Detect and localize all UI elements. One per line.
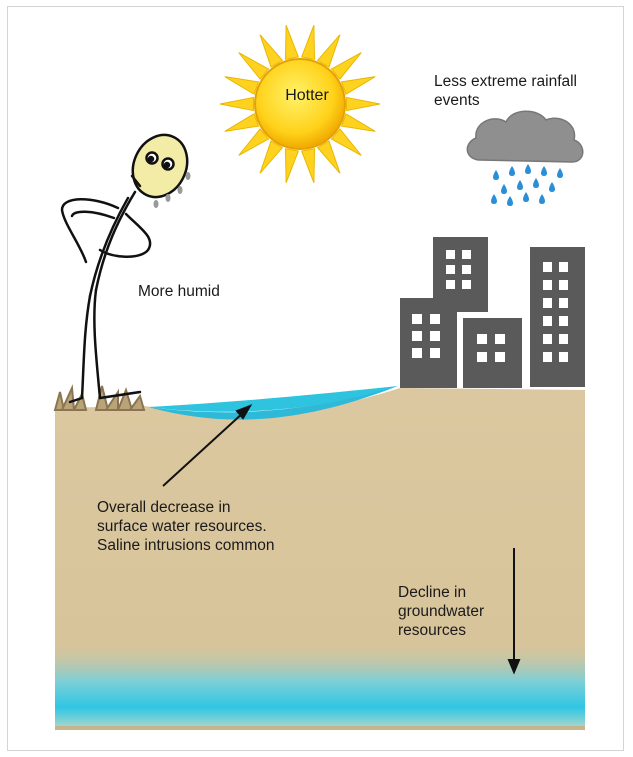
- building-window: [412, 348, 422, 358]
- sun-ray: [346, 96, 381, 112]
- rain-cloud-icon: [466, 110, 584, 206]
- raindrop: [491, 194, 497, 204]
- sun-ray: [316, 140, 341, 174]
- sun-ray: [238, 52, 270, 80]
- sun-ray: [284, 148, 300, 183]
- sun-ray: [238, 128, 270, 156]
- building-window: [543, 316, 552, 326]
- surface-water-label: Overall decrease in surface water resour…: [97, 499, 275, 554]
- building-window: [446, 250, 455, 259]
- surface-water-pool: [148, 386, 398, 412]
- building-window: [430, 348, 440, 358]
- building-window: [446, 265, 455, 274]
- raindrop: [501, 184, 507, 194]
- soil-bottom-edge: [55, 726, 585, 730]
- grass-tufts: [53, 384, 146, 411]
- building-window: [477, 334, 487, 344]
- sun-ray: [259, 34, 284, 68]
- building-window: [559, 352, 568, 362]
- building-window: [462, 265, 471, 274]
- building-window: [559, 262, 568, 272]
- humid-label: More humid: [138, 283, 220, 300]
- hotter-label: Hotter: [285, 87, 329, 104]
- building-window: [412, 314, 422, 324]
- sun-ray: [224, 113, 260, 132]
- sun-ray: [340, 76, 376, 95]
- building-window: [430, 314, 440, 324]
- city-buildings-icon: [400, 237, 585, 388]
- building-window: [446, 280, 455, 289]
- sun-ray: [224, 76, 260, 95]
- building-window: [462, 280, 471, 289]
- building-window: [543, 262, 552, 272]
- raindrop: [525, 164, 531, 174]
- building-window: [543, 334, 552, 344]
- sun-ray: [330, 128, 362, 156]
- surface-water-arrow: [162, 404, 253, 487]
- figure-frame: [7, 6, 624, 751]
- sweat-drops-icon: [153, 172, 191, 208]
- building-window: [559, 280, 568, 290]
- raindrop: [539, 194, 545, 204]
- building-window: [412, 331, 422, 341]
- sun-ray: [284, 25, 300, 60]
- raindrop: [517, 180, 523, 190]
- building-window: [477, 352, 487, 362]
- sun-ray: [316, 34, 341, 68]
- groundwater-label: Decline in groundwater resources: [398, 584, 485, 639]
- building-window: [462, 250, 471, 259]
- building-window: [559, 316, 568, 326]
- sun-icon: [219, 25, 381, 183]
- raindrop: [557, 168, 563, 178]
- stick-figure: [60, 133, 189, 404]
- building-window: [543, 352, 552, 362]
- groundwater-layer: [55, 640, 585, 730]
- raindrop: [533, 178, 539, 188]
- raindrop: [507, 196, 513, 206]
- building-window: [495, 334, 505, 344]
- raindrop: [549, 182, 555, 192]
- raindrop: [523, 192, 529, 202]
- raindrop: [493, 170, 499, 180]
- sun-ray: [300, 148, 316, 183]
- sun-ray: [259, 140, 284, 174]
- groundwater-decline-arrow: [507, 548, 521, 675]
- raindrop: [509, 166, 515, 176]
- building-window: [559, 298, 568, 308]
- building-window: [559, 334, 568, 344]
- raindrop: [541, 166, 547, 176]
- rainfall-label: Less extreme rainfall events: [434, 73, 578, 109]
- building-window: [543, 298, 552, 308]
- sun-ray: [340, 113, 376, 132]
- sun-ray: [219, 96, 254, 112]
- building-window: [430, 331, 440, 341]
- sun-ray: [300, 25, 316, 60]
- sun-ray: [330, 52, 362, 80]
- building-window: [495, 352, 505, 362]
- building-window: [543, 280, 552, 290]
